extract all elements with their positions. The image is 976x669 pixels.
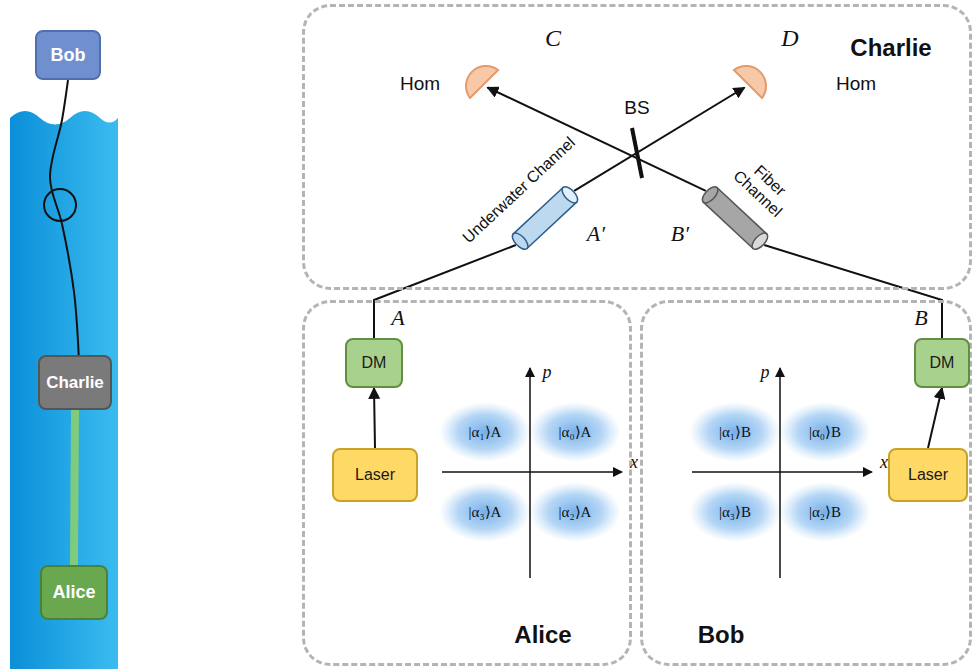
optical-path	[764, 245, 942, 338]
state-label: |α₂⟩B	[809, 503, 841, 521]
port-label: B′	[671, 221, 689, 247]
party-region: DM LaserBob	[640, 300, 972, 666]
coherent-state-blob	[439, 402, 531, 462]
modulator-box: DM	[914, 338, 970, 388]
party-region: CHomDHomUnderwater ChannelFiber ChannelC…	[302, 4, 972, 290]
cylinder-end	[559, 184, 580, 205]
state-label: |α₂⟩A	[559, 503, 592, 521]
port-label: A′	[587, 221, 605, 247]
optical-beam	[74, 410, 75, 565]
arrow-connector	[374, 388, 375, 448]
port-label: A	[391, 305, 404, 331]
party-region: DM LaserAlice	[302, 300, 632, 666]
optical-path	[574, 88, 744, 191]
detector-body	[466, 66, 498, 98]
box-label: Laser	[355, 466, 395, 484]
coherent-state-blob	[689, 482, 781, 542]
coherent-state-blob	[689, 402, 781, 462]
laser-box: Laser	[332, 448, 418, 502]
box-label: Alice	[52, 582, 95, 603]
port-label: B	[914, 305, 927, 331]
component-label: Hom	[400, 73, 440, 95]
p-axis	[529, 368, 531, 578]
coherent-state-blob	[529, 402, 621, 462]
node-box: Alice	[40, 565, 108, 620]
detector-body	[734, 66, 766, 98]
state-label: |α₃⟩A	[469, 503, 502, 521]
box-label: Bob	[51, 45, 86, 66]
component-label: D	[781, 25, 798, 52]
party-name: Bob	[698, 621, 745, 649]
constellation-bob	[689, 368, 872, 578]
box-label: Charlie	[46, 373, 104, 393]
channel-cylinder: Underwater Channel	[508, 182, 583, 254]
coherent-state-blob	[529, 482, 621, 542]
state-label: |α₁⟩A	[469, 423, 502, 441]
water-body	[10, 111, 118, 669]
box-label: DM	[930, 354, 955, 372]
constellation-alice	[439, 368, 622, 578]
state-label: |α₃⟩B	[719, 503, 751, 521]
cylinder-end	[700, 184, 721, 205]
party-name: Charlie	[850, 34, 931, 62]
fiber-link	[50, 80, 79, 355]
x-axis	[692, 471, 872, 473]
box-label: DM	[362, 354, 387, 372]
state-label: |α₀⟩A	[559, 423, 592, 441]
homodyne-detector: CHom	[462, 62, 506, 106]
channel-cylinder: Fiber Channel	[698, 182, 773, 254]
axis-label: x	[630, 452, 638, 473]
cylinder-end	[510, 230, 531, 251]
party-name: Alice	[514, 621, 571, 649]
state-label: |α₁⟩B	[719, 423, 751, 441]
detector-shape	[726, 62, 770, 106]
component-label: Hom	[836, 73, 876, 95]
laser-box: Laser	[888, 448, 968, 502]
coherent-state-blob	[439, 482, 531, 542]
homodyne-detector: DHom	[726, 62, 770, 106]
component-label: BS	[624, 97, 649, 119]
node-box: Charlie	[38, 355, 112, 410]
node-box: Bob	[35, 30, 101, 80]
box-label: Laser	[908, 466, 948, 484]
component-label: C	[545, 25, 561, 52]
optical-path	[374, 245, 516, 338]
coherent-state-blob	[779, 402, 871, 462]
axis-label: p	[761, 362, 770, 383]
cylinder-end	[749, 230, 770, 251]
arrow-connector	[928, 388, 942, 448]
modulator-box: DM	[345, 338, 403, 388]
axis-label: p	[543, 362, 552, 383]
p-axis	[779, 368, 781, 578]
coherent-state-blob	[779, 482, 871, 542]
state-label: |α₀⟩B	[809, 423, 841, 441]
detector-shape	[462, 62, 506, 106]
x-axis	[442, 471, 622, 473]
axis-label: x	[880, 452, 888, 473]
